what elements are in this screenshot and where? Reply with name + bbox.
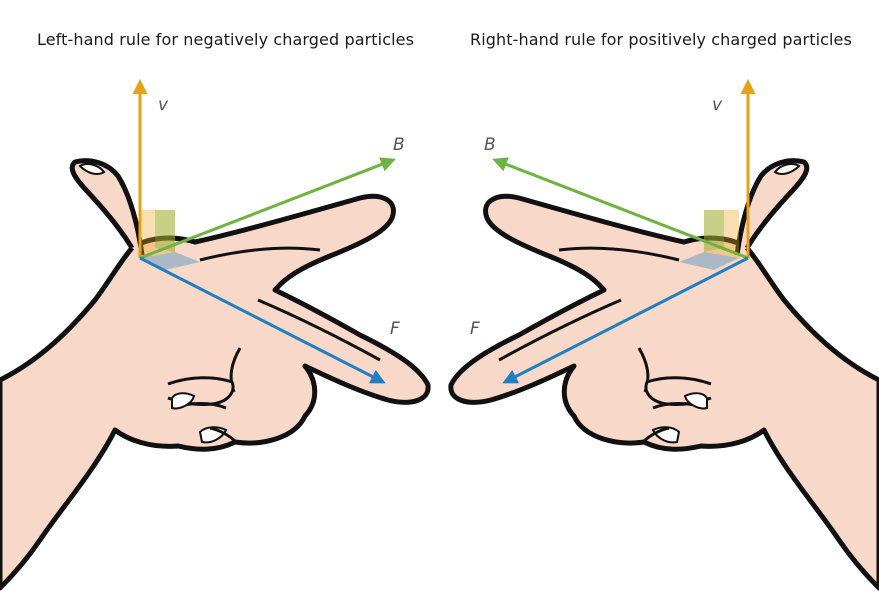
right-plane-bf bbox=[679, 252, 739, 270]
left-plane-vf bbox=[155, 210, 175, 252]
right-F-label: F bbox=[470, 319, 480, 339]
left-F-arrow bbox=[139, 256, 386, 384]
right-F-arrow bbox=[502, 256, 749, 384]
right-B-arrow bbox=[492, 157, 749, 260]
left-panel-title: Left-hand rule for negatively charged pa… bbox=[37, 30, 415, 49]
left-hand: v B F bbox=[0, 79, 428, 588]
left-v-label: v bbox=[158, 95, 169, 115]
left-B-label: B bbox=[393, 135, 405, 155]
right-v-label: v bbox=[712, 95, 723, 115]
left-plane-bf bbox=[140, 252, 200, 270]
left-plane-vb bbox=[140, 210, 175, 258]
right-panel-title: Right-hand rule for positively charged p… bbox=[470, 30, 852, 49]
right-hand: v B F bbox=[451, 79, 879, 588]
right-plane-vb bbox=[704, 210, 739, 258]
left-B-arrow bbox=[139, 157, 396, 260]
right-B-label: B bbox=[484, 135, 496, 155]
left-F-label: F bbox=[390, 319, 400, 339]
